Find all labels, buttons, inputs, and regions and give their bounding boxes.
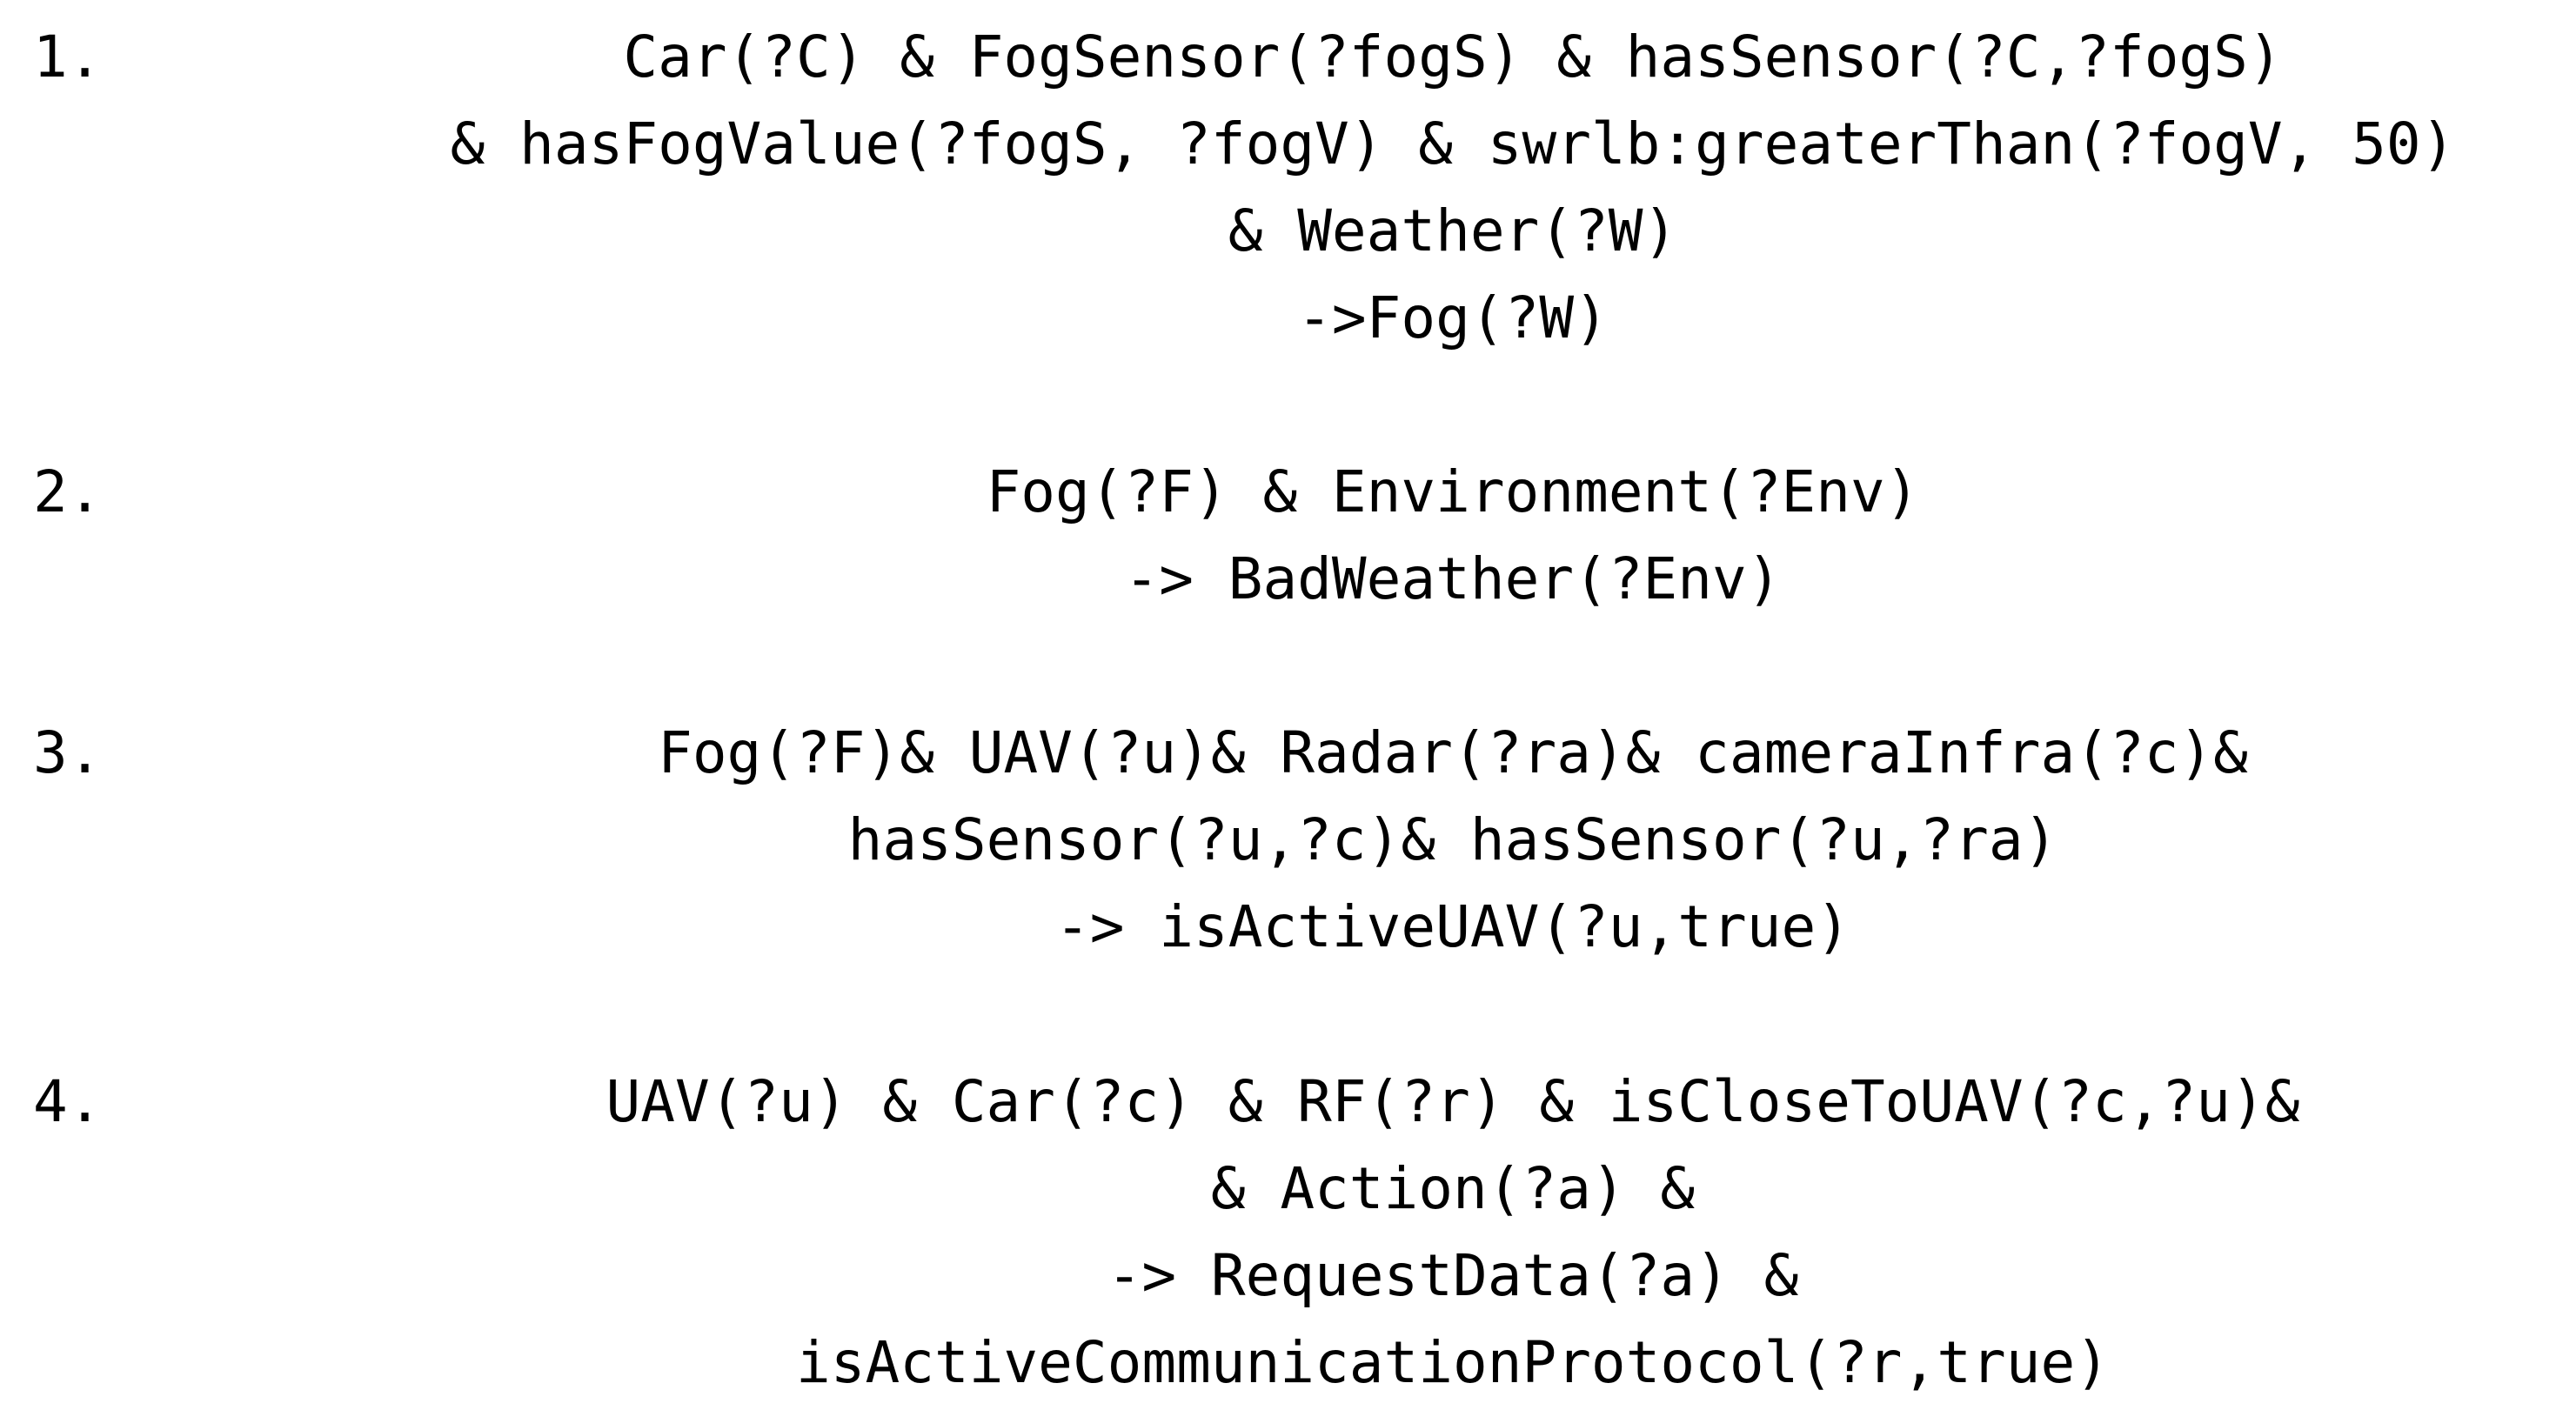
rule-line: -> RequestData(?a) & xyxy=(1107,1242,1799,1309)
rule-number: 4. xyxy=(33,1068,103,1135)
rule-line: UAV(?u) & Car(?c) & RF(?r) & isCloseToUA… xyxy=(606,1068,2300,1135)
rule-number: 3. xyxy=(33,719,103,786)
rule-line: & Weather(?W) xyxy=(1228,197,1678,264)
rule-line: isActiveCommunicationProtocol(?r,true) xyxy=(796,1329,2110,1396)
rule-line: Fog(?F) & Environment(?Env) xyxy=(986,458,1920,525)
rule-line: -> BadWeather(?Env) xyxy=(1124,545,1782,612)
rule-line: Fog(?F)& UAV(?u)& Radar(?ra)& cameraInfr… xyxy=(658,719,2248,786)
rule-line: & Action(?a) & xyxy=(1210,1155,1696,1222)
rule-number: 1. xyxy=(33,23,103,90)
rule-line: hasSensor(?u,?c)& hasSensor(?u,?ra) xyxy=(847,806,2058,873)
rule-line: & hasFogValue(?fogS, ?fogV) & swrlb:grea… xyxy=(450,110,2456,177)
rule-line: ->Fog(?W) xyxy=(1297,284,1609,351)
rule-number: 2. xyxy=(33,458,103,525)
rule-line: Car(?C) & FogSensor(?fogS) & hasSensor(?… xyxy=(623,23,2283,90)
rule-line: -> isActiveUAV(?u,true) xyxy=(1055,893,1850,960)
